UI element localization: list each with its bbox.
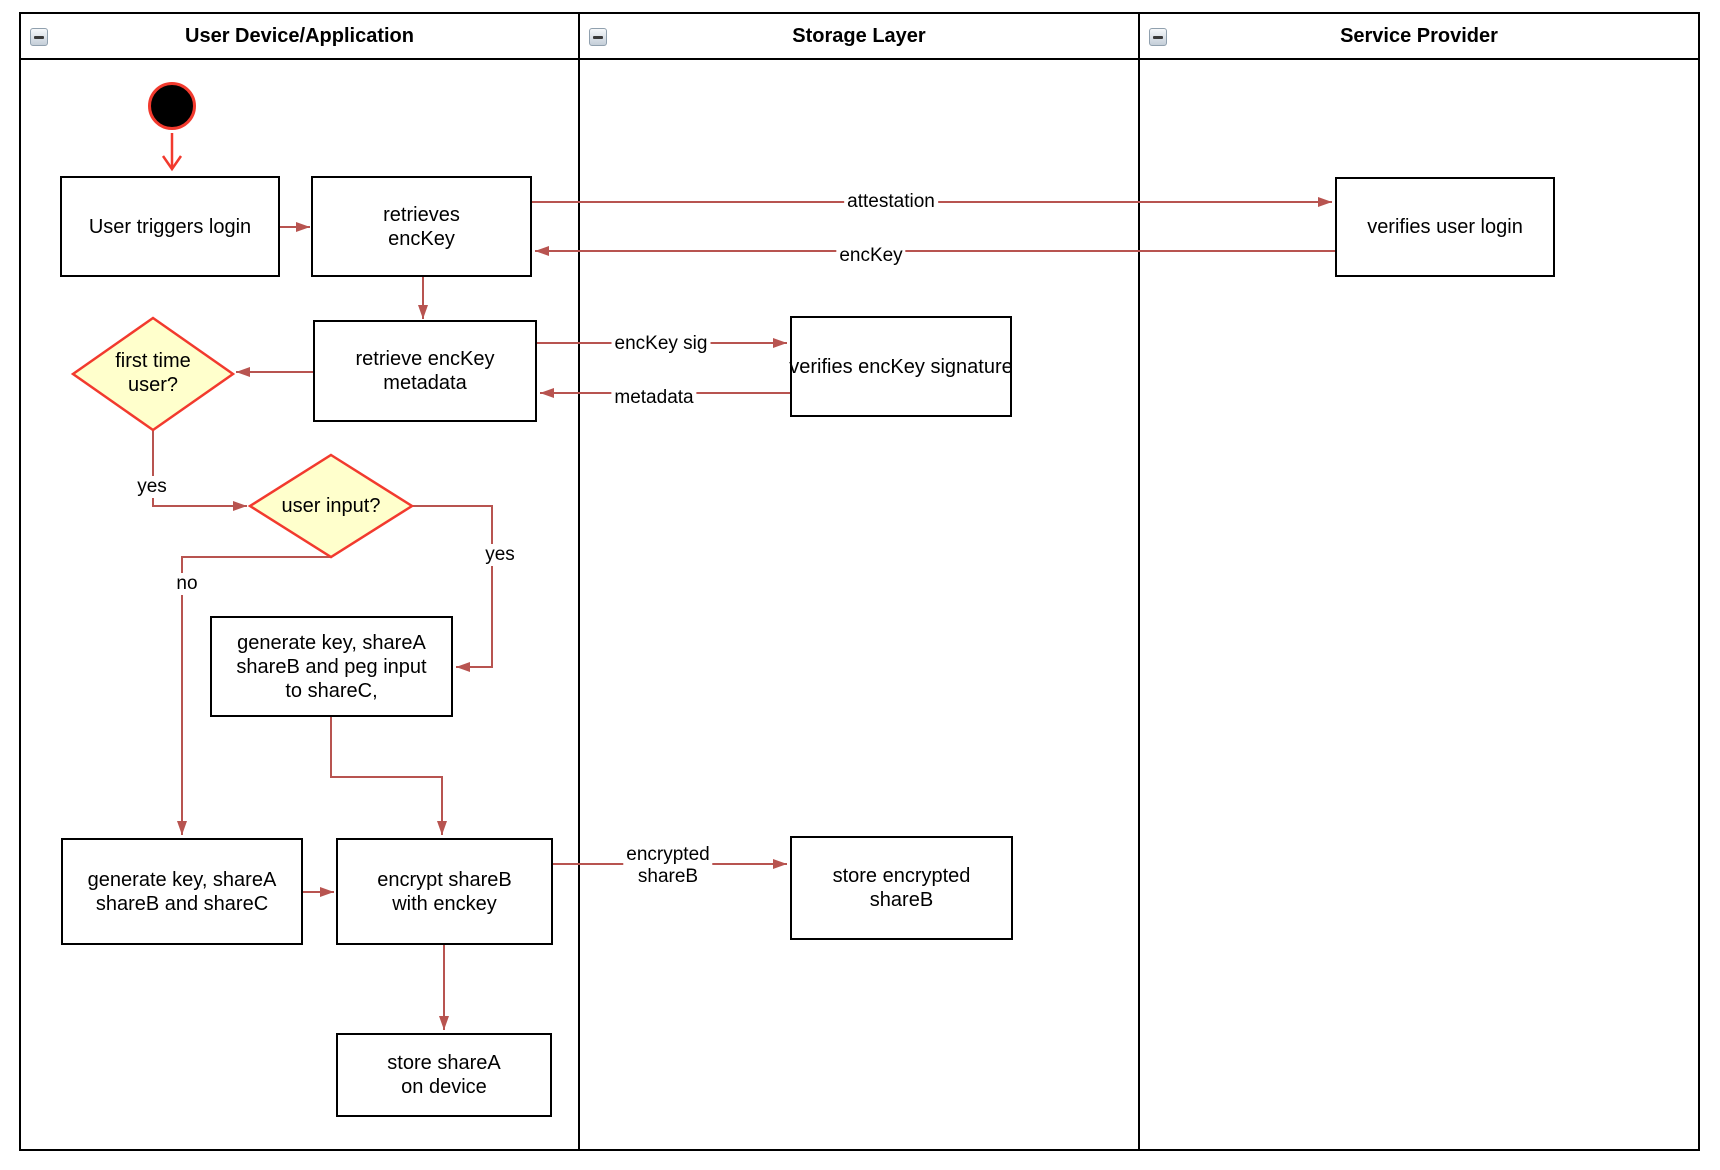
- edge-label-no-user-input[interactable]: no: [173, 573, 201, 595]
- node-generate-key-peg-input[interactable]: generate key, shareA shareB and peg inpu…: [210, 616, 453, 717]
- node-generate-key-shares[interactable]: generate key, shareA shareB and shareC: [61, 838, 303, 945]
- edge-firsttime-yes: [152, 430, 247, 511]
- edge-label-metadata[interactable]: metadata: [611, 387, 697, 409]
- decision-first-time-user[interactable]: first time user?: [115, 350, 191, 396]
- minus-icon: [34, 35, 44, 39]
- node-retrieves-enckey[interactable]: retrieves encKey: [311, 176, 532, 277]
- lane-header-user-device[interactable]: User Device/Application: [21, 14, 578, 60]
- collapse-icon[interactable]: [1149, 28, 1167, 46]
- minus-icon: [593, 35, 603, 39]
- edge-label-enckey[interactable]: encKey: [836, 245, 906, 267]
- lane-service-provider: Service Provider: [1140, 14, 1698, 1149]
- node-verifies-enckey-signature[interactable]: verifies encKey signature: [789, 316, 1013, 417]
- decision-user-input[interactable]: user input?: [281, 495, 381, 517]
- edge-label-yes-first-time[interactable]: yes: [134, 476, 170, 498]
- minus-icon: [1153, 35, 1163, 39]
- node-store-encrypted-shareb[interactable]: store encrypted shareB: [790, 836, 1013, 940]
- edge-label-encrypted-shareb[interactable]: encrypted shareB: [623, 844, 713, 888]
- swimlane-frame: User Device/Application Storage Layer Se…: [19, 12, 1700, 1151]
- edge-userinput-no: [177, 556, 332, 835]
- lane-header-service-provider[interactable]: Service Provider: [1140, 14, 1698, 60]
- node-retrieve-enckey-metadata[interactable]: retrieve encKey metadata: [313, 320, 537, 422]
- lane-user-device: User Device/Application: [21, 14, 580, 1149]
- collapse-icon[interactable]: [589, 28, 607, 46]
- edge-label-yes-user-input[interactable]: yes: [482, 544, 518, 566]
- lane-storage-layer: Storage Layer: [580, 14, 1140, 1149]
- lane-title: Storage Layer: [792, 24, 926, 47]
- node-label: verifies encKey signature: [789, 355, 1013, 378]
- edge-label-attestation[interactable]: attestation: [844, 191, 938, 213]
- edge-peg-to-encrypt: [330, 717, 447, 835]
- edge-start-to-login: [161, 133, 183, 172]
- node-encrypt-shareb[interactable]: encrypt shareB with enckey: [336, 838, 553, 945]
- collapse-icon[interactable]: [30, 28, 48, 46]
- lane-title: Service Provider: [1340, 24, 1498, 47]
- decision-user-input-shape[interactable]: [247, 453, 415, 559]
- lane-title: User Device/Application: [185, 24, 414, 47]
- decision-first-time-user-shape[interactable]: [70, 316, 236, 432]
- node-user-triggers-login[interactable]: User triggers login: [60, 176, 280, 277]
- lane-header-storage-layer[interactable]: Storage Layer: [580, 14, 1138, 60]
- node-store-sharea[interactable]: store shareA on device: [336, 1033, 552, 1117]
- start-node[interactable]: [148, 82, 196, 130]
- edge-userinput-yes: [412, 505, 493, 672]
- edge-label-enckey-sig[interactable]: encKey sig: [611, 333, 711, 355]
- node-verifies-user-login[interactable]: verifies user login: [1335, 177, 1555, 277]
